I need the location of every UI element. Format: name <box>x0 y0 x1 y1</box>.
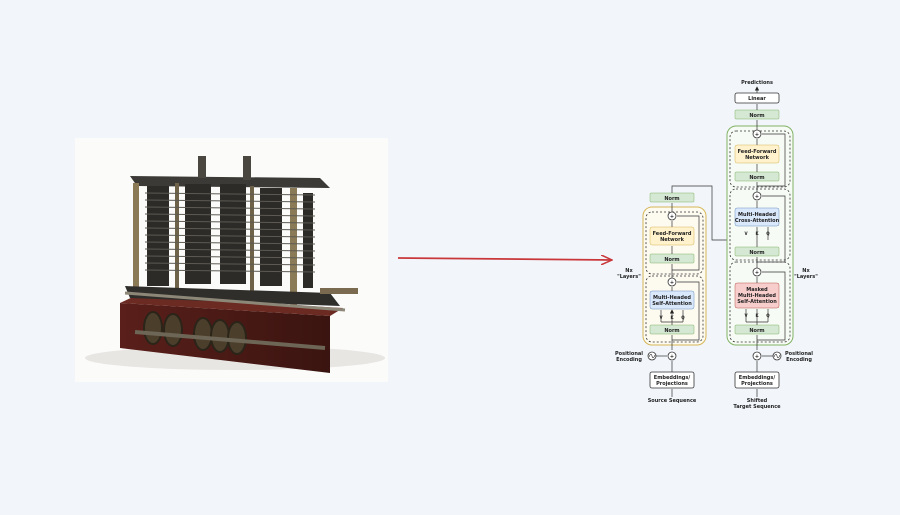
decoder-masked-k: K <box>755 313 759 318</box>
decoder-add-3-label: + <box>755 270 759 276</box>
encoder-attn-line2: Self-Attention <box>652 301 692 307</box>
encoder-final-norm-label: Norm <box>664 196 679 202</box>
decoder-nx-line2: "Layers" <box>794 274 818 280</box>
decoder-stack: Predictions Linear Norm + Feed-Forward N… <box>726 80 818 410</box>
encoder-input-label: Source Sequence <box>648 398 697 404</box>
encoder-attn-norm-label: Norm <box>664 328 679 334</box>
encoder-embeddings <box>649 371 695 389</box>
encoder-add-2-label: + <box>670 280 674 286</box>
decoder-masked-v: V <box>744 313 748 318</box>
encoder-k-label: K <box>670 315 674 320</box>
encoder-ffn-line2: Network <box>660 237 684 243</box>
encoder-attn-line1: Multi-Headed <box>653 295 691 301</box>
decoder-ffn-line2: Network <box>745 155 769 161</box>
encoder-emb-line2: Projections <box>656 381 688 387</box>
decoder-nx-line1: Nx <box>802 268 810 274</box>
decoder-cross-v: V <box>744 231 748 236</box>
encoder-v-label: V <box>659 315 663 320</box>
decoder-masked-norm-label: Norm <box>749 328 764 334</box>
decoder-add-2-label: + <box>755 194 759 200</box>
decoder-masked-line2: Multi-Headed <box>738 293 776 299</box>
encoder-pos-line1: Positional <box>615 351 643 357</box>
engine-illustration <box>85 156 385 373</box>
decoder-masked-line3: Self-Attention <box>737 299 777 305</box>
decoder-pos-line2: Encoding <box>786 357 812 363</box>
predictions-label: Predictions <box>741 80 773 86</box>
decoder-pos-add <box>752 351 762 361</box>
encoder-add-1-label: + <box>670 214 674 220</box>
decoder-emb-line1: Embeddings/ <box>739 375 776 381</box>
red-arrow <box>397 258 612 260</box>
encoder-pos-add <box>667 351 677 361</box>
encoder-nx-line2: "Layers" <box>617 274 641 280</box>
decoder-embeddings <box>734 371 780 389</box>
decoder-masked-line1: Masked <box>746 287 768 293</box>
encoder-pos-add-label: + <box>670 354 674 360</box>
decoder-final-norm-label: Norm <box>749 113 764 119</box>
decoder-cross-line2: Cross-Attention <box>735 218 780 224</box>
decoder-ffn-line1: Feed-Forward <box>738 149 777 155</box>
encoder-nx-line1: Nx <box>625 268 633 274</box>
analytical-engine-photo <box>75 138 388 382</box>
encoder-pos-line2: Encoding <box>616 357 642 363</box>
decoder-ffn-norm-label: Norm <box>749 175 764 181</box>
linear-label: Linear <box>748 96 766 102</box>
encoder-emb-line1: Embeddings/ <box>654 375 691 381</box>
decoder-cross-k: K <box>755 231 759 236</box>
decoder-cross-line1: Multi-Headed <box>738 212 776 218</box>
decoder-add-1-label: + <box>755 132 759 138</box>
decoder-input-line1: Shifted <box>747 398 768 404</box>
decoder-emb-line2: Projections <box>741 381 773 387</box>
decoder-pos-add-label: + <box>755 354 759 360</box>
top-frame <box>130 176 330 188</box>
decoder-cross-norm-label: Norm <box>749 250 764 256</box>
encoder-ffn-norm-label: Norm <box>664 257 679 263</box>
encoder-stack: Norm + Feed-Forward Network Norm + Multi… <box>615 185 740 404</box>
encoder-ffn-line1: Feed-Forward <box>653 231 692 237</box>
decoder-input-line2: Target Sequence <box>733 404 781 410</box>
decoder-pos-line1: Positional <box>785 351 813 357</box>
